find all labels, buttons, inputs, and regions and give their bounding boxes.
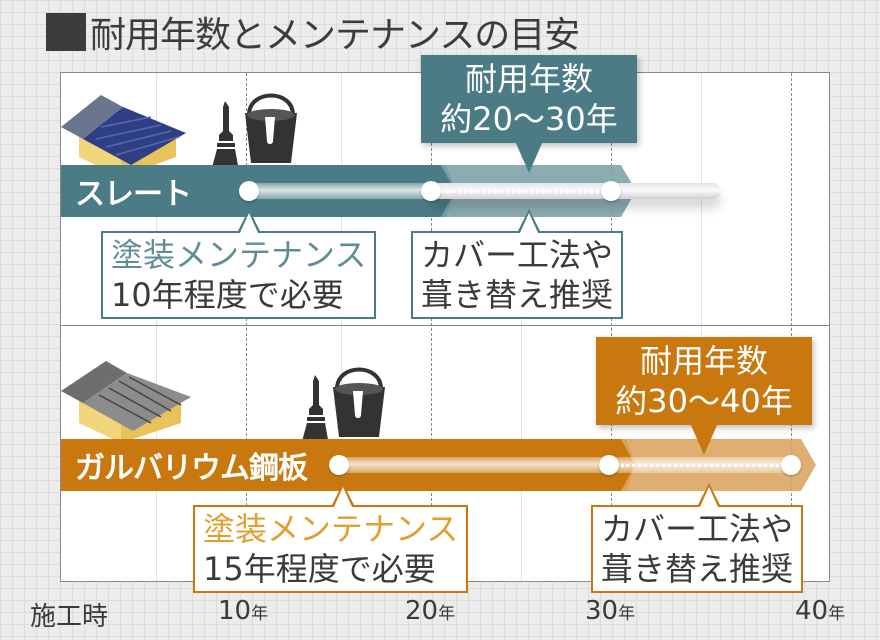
paintbrush-icon — [211, 101, 239, 171]
axis-label-10y: 10年 — [218, 596, 268, 626]
section-divider — [61, 325, 829, 326]
galvalume-maintenance-point — [329, 455, 349, 475]
maintenance-detail: 10年程度で必要 — [111, 276, 344, 314]
maintenance-detail: 15年程度で必要 — [203, 550, 436, 588]
tick-unit: 年 — [438, 604, 456, 624]
axis-label-start: 施工時 — [30, 602, 109, 632]
slate-maintenance-note: 塗装メンテナンス 10年程度で必要 — [101, 209, 377, 319]
page-title: 耐用年数とメンテナンスの目安 — [46, 6, 580, 58]
title-text: 耐用年数とメンテナンスの目安 — [90, 15, 580, 56]
axis-label-40y: 40年 — [795, 596, 845, 626]
slate-lifespan-callout: 耐用年数 約20〜30年 — [421, 55, 637, 173]
callout-pointer — [690, 423, 718, 455]
maintenance-title: 塗装メンテナンス — [203, 510, 459, 548]
slate-dotted-range — [441, 190, 611, 193]
gridline-10y — [246, 73, 247, 581]
paint-bucket-icon — [333, 367, 385, 437]
galvalume-band: ガルバリウム鋼板 — [61, 439, 821, 491]
lifespan-value: 約30〜40年 — [615, 382, 793, 420]
galvalume-maintenance-note: 塗装メンテナンス 15年程度で必要 — [193, 483, 469, 593]
slate-30y-point — [601, 181, 621, 201]
note-pointer-fill — [239, 213, 259, 235]
tick-num: 40 — [795, 596, 829, 626]
metal-roof-house-icon — [61, 361, 191, 443]
tick-unit: 年 — [828, 604, 846, 624]
galvalume-30y-point — [599, 455, 619, 475]
axis-label-30y: 30年 — [585, 596, 635, 626]
title-square-icon — [46, 13, 86, 51]
tick-num: 10 — [218, 596, 252, 626]
slate-end-note: カバー工法や 葺き替え推奨 — [411, 209, 624, 319]
callout-pointer — [515, 141, 543, 173]
gridline-20y — [431, 73, 432, 581]
galvalume-dotted-range — [621, 464, 791, 467]
galvalume-end-note: カバー工法や 葺き替え推奨 — [591, 483, 804, 593]
end-advice-line2: 葺き替え推奨 — [421, 276, 614, 314]
note-pointer-fill — [699, 487, 719, 509]
gridline-5y — [156, 73, 157, 581]
lifespan-label: 耐用年数 — [464, 60, 593, 98]
lifespan-value: 約20〜30年 — [440, 100, 618, 138]
end-advice-line1: カバー工法や — [421, 236, 614, 274]
galvalume-label: ガルバリウム鋼板 — [75, 451, 308, 486]
tick-unit: 年 — [251, 604, 269, 624]
paintbrush-icon — [301, 375, 329, 445]
tick-num: 30 — [585, 596, 619, 626]
end-advice-line2: 葺き替え推奨 — [601, 550, 794, 588]
note-pointer-fill — [519, 213, 539, 235]
note-pointer-fill — [333, 487, 353, 509]
gridline-40y — [791, 73, 792, 581]
gridline-30y — [611, 73, 612, 581]
slate-track-1 — [246, 183, 436, 199]
gridline-35y — [701, 73, 702, 581]
slate-label: スレート — [75, 177, 192, 212]
galvalume-40y-point — [781, 455, 801, 475]
galvalume-track-1 — [336, 457, 616, 473]
timeline-panel: スレート 耐用年数 約20〜30年 塗装メンテナンス 10年程度で必要 カバー工… — [60, 55, 830, 593]
gridline-15y — [341, 73, 342, 581]
end-advice-line1: カバー工法や — [601, 510, 794, 548]
axis-label-20y: 20年 — [405, 596, 455, 626]
slate-20y-point — [421, 181, 441, 201]
lifespan-label: 耐用年数 — [639, 342, 768, 380]
gridline-25y — [521, 73, 522, 581]
paint-bucket-icon — [245, 93, 297, 163]
galvalume-lifespan-callout: 耐用年数 約30〜40年 — [596, 337, 812, 455]
slate-maintenance-point — [239, 181, 259, 201]
tick-num: 20 — [405, 596, 439, 626]
maintenance-title: 塗装メンテナンス — [111, 236, 367, 274]
tick-unit: 年 — [618, 604, 636, 624]
slate-roof-house-icon — [61, 95, 186, 177]
